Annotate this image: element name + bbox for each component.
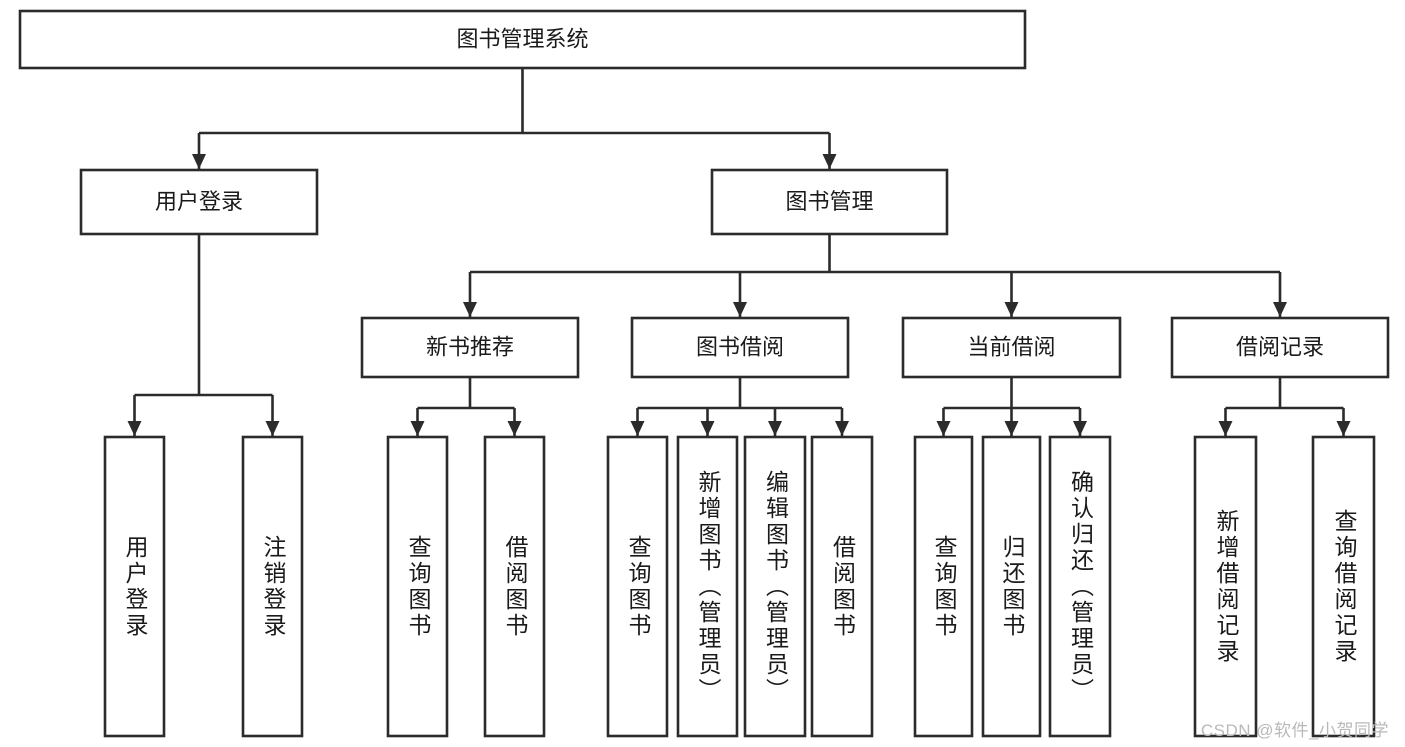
arrow-head-icon xyxy=(768,421,782,436)
node-borrow-record-label: 借阅记录 xyxy=(1236,334,1324,359)
node-leaf-query-book-1[interactable] xyxy=(386,435,449,738)
node-leaf-query-record[interactable] xyxy=(1311,435,1376,738)
arrow-head-icon xyxy=(265,421,280,436)
node-current-borrow-label: 当前借阅 xyxy=(967,334,1055,359)
arrow-head-icon xyxy=(630,421,645,436)
arrow-head-icon xyxy=(507,421,522,436)
node-user-login-label: 用户登录 xyxy=(155,189,243,214)
node-book-manage[interactable]: 图书管理 xyxy=(710,168,949,236)
arrow-head-icon xyxy=(835,421,849,436)
arrow-head-icon xyxy=(410,421,425,436)
arrow-head-icon xyxy=(192,154,206,169)
node-new-book-recommend[interactable]: 新书推荐 xyxy=(360,316,580,379)
node-leaf-user-logout[interactable] xyxy=(241,435,304,738)
node-borrow-record[interactable]: 借阅记录 xyxy=(1170,316,1390,379)
arrow-head-icon xyxy=(1273,302,1287,317)
node-leaf-add-record[interactable] xyxy=(1193,435,1258,738)
node-leaf-borrow-book-2[interactable] xyxy=(810,435,874,738)
arrow-head-icon xyxy=(127,421,142,436)
node-book-borrow-label: 图书借阅 xyxy=(696,334,784,359)
node-leaf-add-book[interactable] xyxy=(676,435,739,738)
arrow-head-icon xyxy=(1004,421,1019,436)
watermark: CSDN @软件_小贺同学 xyxy=(1200,721,1389,740)
node-root[interactable]: 图书管理系统 xyxy=(18,9,1027,70)
node-user-login[interactable]: 用户登录 xyxy=(79,168,319,236)
connectors-layer xyxy=(127,68,1351,436)
node-current-borrow[interactable]: 当前借阅 xyxy=(901,316,1122,379)
node-leaf-borrow-book-1[interactable] xyxy=(483,435,546,738)
node-leaf-confirm-return[interactable] xyxy=(1048,435,1112,738)
node-leaf-user-login[interactable] xyxy=(103,435,166,738)
node-book-borrow[interactable]: 图书借阅 xyxy=(630,316,850,379)
node-leaf-edit-book[interactable] xyxy=(743,435,807,738)
arrow-head-icon xyxy=(822,154,837,169)
arrow-head-icon xyxy=(936,421,951,436)
arrow-head-icon xyxy=(1073,421,1087,436)
arrow-head-icon xyxy=(1336,421,1351,436)
node-leaf-query-book-3[interactable] xyxy=(913,435,974,738)
arrow-head-icon xyxy=(700,421,715,436)
arrow-head-icon xyxy=(1004,302,1019,317)
node-leaf-return-book[interactable] xyxy=(981,435,1042,738)
node-new-book-recommend-label: 新书推荐 xyxy=(426,334,514,359)
arrow-head-icon xyxy=(463,302,477,317)
node-book-manage-label: 图书管理 xyxy=(785,189,873,214)
node-leaf-query-book-2[interactable] xyxy=(606,435,669,738)
arrow-head-icon xyxy=(1218,421,1233,436)
node-root-label: 图书管理系统 xyxy=(456,26,588,51)
arrow-head-icon xyxy=(733,302,747,317)
